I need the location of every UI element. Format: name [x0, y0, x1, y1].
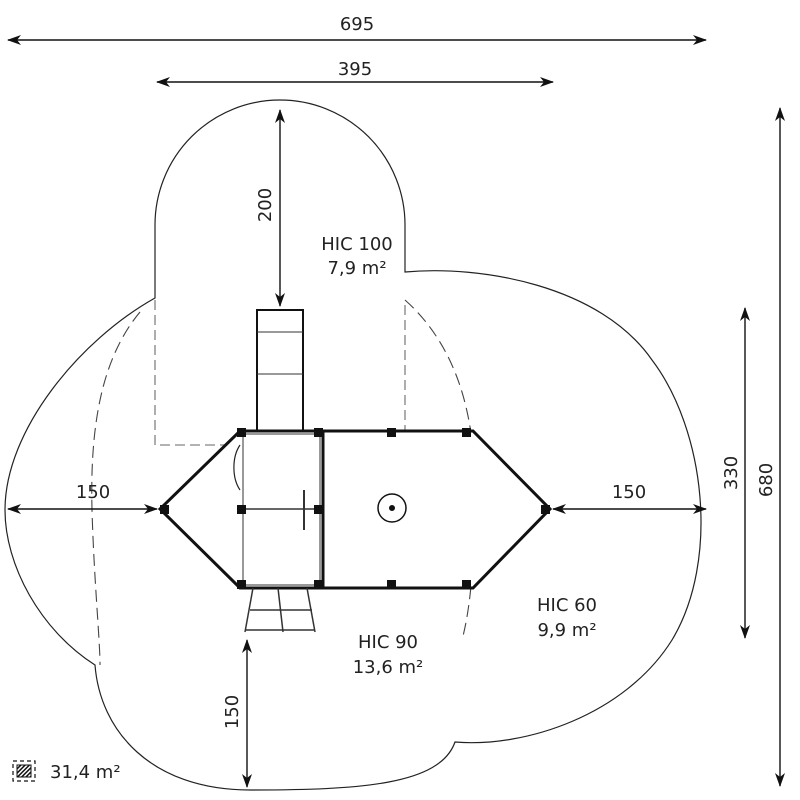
dimension-lines	[7, 35, 785, 788]
dim-slide-zone-depth: 200	[255, 188, 276, 222]
zone-area-label: 7,9 m²	[327, 258, 386, 279]
dim-structure-depth: 330	[721, 456, 742, 490]
dim-total-depth: 680	[756, 463, 777, 497]
total-area-label: 31,4 m²	[50, 762, 121, 783]
deck-outline	[157, 429, 553, 590]
zone-area-label: 13,6 m²	[353, 657, 424, 678]
zone-area-label: 9,9 m²	[537, 620, 596, 641]
dim-slide-zone-width: 395	[338, 59, 372, 80]
dim-right-clearance: 150	[612, 482, 646, 503]
dim-total-width: 695	[340, 14, 374, 35]
safety-area-outline	[4, 99, 702, 791]
zone-hic-label: HIC 60	[537, 595, 597, 616]
zone-hic-label: HIC 100	[321, 234, 393, 255]
ladder	[244, 587, 316, 633]
play-structure	[157, 309, 553, 633]
dim-left-clearance: 150	[76, 482, 110, 503]
slide	[256, 309, 304, 436]
zone-hic-label: HIC 90	[358, 632, 418, 653]
hatched-square-icon	[12, 760, 36, 782]
dim-bottom-clearance: 150	[222, 695, 243, 729]
